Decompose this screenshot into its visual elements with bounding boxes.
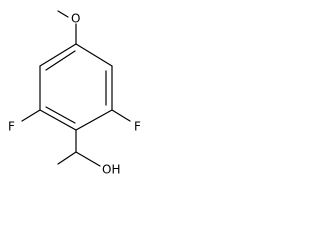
bond-methyl-oxygen bbox=[57, 10, 69, 18]
double-bond-inner-bottom-left bbox=[45, 106, 76, 124]
hydroxyl-label: OH bbox=[102, 163, 120, 177]
double-bond-inner-top-left bbox=[45, 50, 76, 71]
fluorine-right-label: F bbox=[134, 120, 141, 134]
fluorine-left-label: F bbox=[8, 120, 15, 134]
bond-ring-top-right bbox=[75, 43, 113, 67]
bond-chiral-hydroxyl bbox=[75, 151, 101, 167]
chemical-structure: O F F OH bbox=[8, 10, 141, 177]
bond-ring-fluorine-left bbox=[21, 109, 41, 122]
bond-ring-bottom-right bbox=[75, 109, 113, 131]
bond-chiral-methyl bbox=[57, 151, 77, 165]
structure-canvas: O F F OH bbox=[0, 0, 152, 212]
oxygen-methoxy-label: O bbox=[71, 12, 80, 26]
bond-ring-top-left bbox=[39, 43, 77, 67]
bond-ring-bottom-left bbox=[39, 109, 77, 131]
bond-ring-fluorine-right bbox=[111, 109, 131, 122]
